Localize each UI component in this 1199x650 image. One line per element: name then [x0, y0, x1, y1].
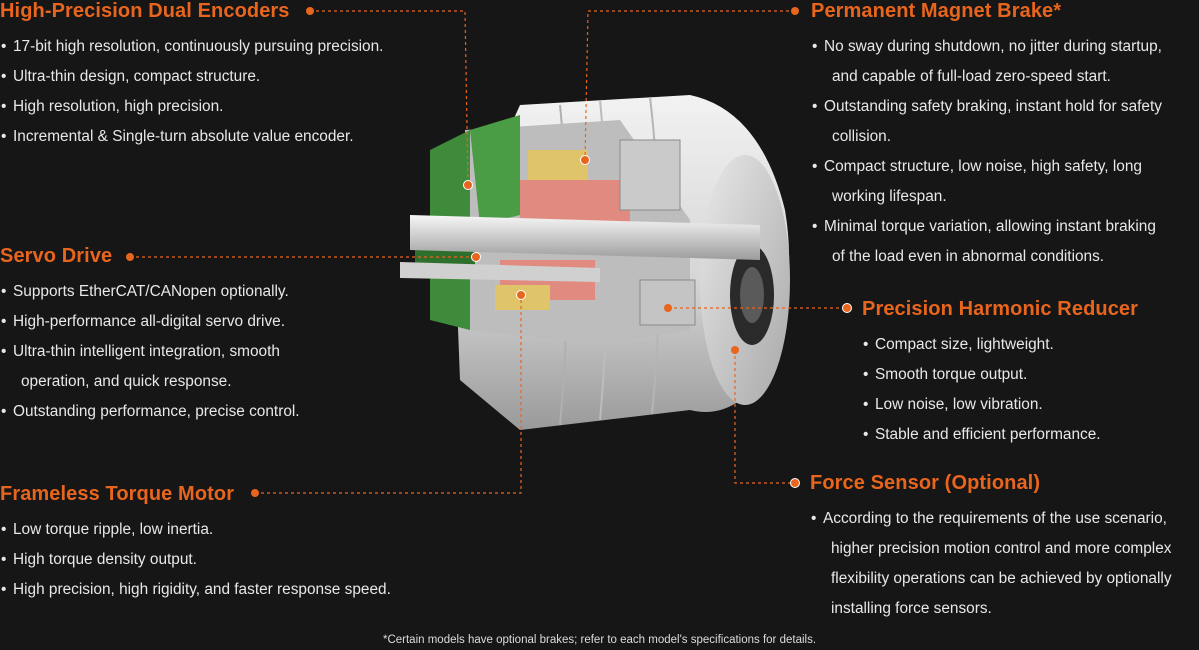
list-item-continuation: working lifespan. [832, 188, 947, 205]
list-item: High precision, high rigidity, and faste… [0, 575, 391, 605]
sensor-title: Force Sensor (Optional) [810, 472, 1041, 494]
brake-leader-dot [791, 7, 799, 15]
list-item: High resolution, high precision. [0, 92, 383, 122]
reducer-list: Compact size, lightweight. Smooth torque… [862, 330, 1138, 450]
list-item: Compact structure, low noise, high safet… [811, 152, 1162, 182]
list-item: Outstanding performance, precise control… [0, 397, 300, 427]
motor-title: Frameless Torque Motor [0, 483, 235, 505]
list-item: Outstanding safety braking, instant hold… [811, 92, 1162, 122]
list-item: Ultra-thin intelligent integration, smoo… [0, 337, 300, 367]
sensor-list: According to the requirements of the use… [810, 504, 1172, 624]
actuator-housing [400, 95, 790, 430]
encoders-title: High-Precision Dual Encoders [0, 0, 290, 22]
sensor-leader-dot [731, 346, 739, 354]
list-item: No sway during shutdown, no jitter durin… [811, 32, 1162, 62]
brake-section: Permanent Magnet Brake* No sway during s… [811, 0, 1162, 272]
encoders-leader [310, 10, 469, 186]
list-item: High-performance all-digital servo drive… [0, 307, 300, 337]
servo-title: Servo Drive [0, 245, 113, 267]
servo-list: Supports EtherCAT/CANopen optionally. Hi… [0, 277, 300, 427]
brake-title: Permanent Magnet Brake* [811, 0, 1062, 22]
reducer-leader-dot [664, 304, 672, 312]
encoders-list: 17-bit high resolution, continuously pur… [0, 32, 383, 152]
servo-leader-dot [126, 253, 134, 261]
list-item: 17-bit high resolution, continuously pur… [0, 32, 383, 62]
list-item: Supports EtherCAT/CANopen optionally. [0, 277, 300, 307]
motor-list: Low torque ripple, low inertia. High tor… [0, 515, 391, 605]
list-item-continuation: of the load even in abnormal conditions. [832, 248, 1105, 265]
motor-section: Frameless Torque Motor Low torque ripple… [0, 482, 391, 605]
brake-leader [584, 10, 795, 161]
list-item: Minimal torque variation, allowing insta… [811, 212, 1162, 242]
list-item-continuation: operation, and quick response. [21, 373, 232, 390]
list-item: According to the requirements of the use… [810, 504, 1172, 534]
list-item-continuation: and capable of full-load zero-speed star… [832, 68, 1111, 85]
list-item: Ultra-thin design, compact structure. [0, 62, 383, 92]
footnote: *Certain models have optional brakes; re… [382, 634, 817, 646]
encoders-leader-dot [463, 180, 473, 190]
servo-leader-dot [471, 252, 481, 262]
list-item-continuation: collision. [832, 128, 892, 145]
brake-leader-dot [580, 155, 590, 165]
list-item: Low torque ripple, low inertia. [0, 515, 391, 545]
sensor-section: Force Sensor (Optional) According to the… [810, 471, 1172, 624]
brake-list: No sway during shutdown, no jitter durin… [811, 32, 1162, 272]
list-item: Low noise, low vibration. [862, 390, 1138, 420]
motor-leader-dot [516, 290, 526, 300]
list-item: Compact size, lightweight. [862, 330, 1138, 360]
list-item: Smooth torque output. [862, 360, 1138, 390]
motor-leader [255, 295, 522, 494]
reducer-leader-dot [842, 303, 852, 313]
list-item-continuation: higher precision motion control and more… [831, 540, 1172, 557]
sensor-leader-dot [790, 478, 800, 488]
list-item-continuation: flexibility operations can be achieved b… [831, 570, 1172, 587]
list-item: Incremental & Single-turn absolute value… [0, 122, 383, 152]
encoders-section: High-Precision Dual Encoders 17-bit high… [0, 0, 383, 152]
list-item-continuation: installing force sensors. [831, 600, 992, 617]
servo-section: Servo Drive Supports EtherCAT/CANopen op… [0, 244, 300, 427]
reducer-section: Precision Harmonic Reducer Compact size,… [862, 297, 1138, 450]
reducer-title: Precision Harmonic Reducer [862, 298, 1139, 320]
list-item: Stable and efficient performance. [862, 420, 1138, 450]
list-item: High torque density output. [0, 545, 391, 575]
sensor-leader [734, 350, 795, 484]
encoders-leader-dot [306, 7, 314, 15]
motor-leader-dot [251, 489, 259, 497]
